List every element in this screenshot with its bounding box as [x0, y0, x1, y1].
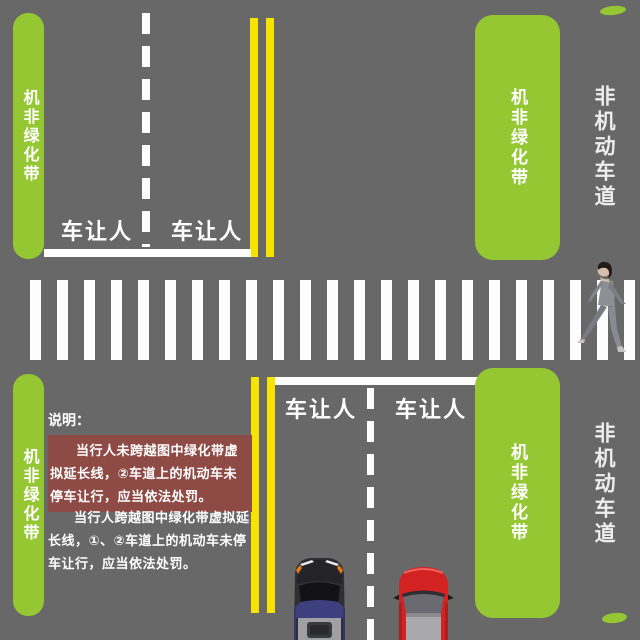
yield-label-bottom-lane1: 车让人: [285, 397, 358, 422]
green-belt-top-right: 机非绿化带: [475, 15, 560, 260]
yield-label-bottom-lane2: 车让人: [395, 397, 468, 422]
green-belt-label: 机非绿化带: [20, 88, 38, 184]
stop-line-bottom: [275, 377, 478, 385]
dark-blue-car-top-view-icon: [294, 558, 345, 640]
yield-label-top-lane2: 车让人: [171, 219, 244, 244]
green-belt-bottom-left: 机非绿化带: [13, 374, 44, 616]
red-car-top-view-icon: [393, 567, 454, 640]
note-highlighted-text: 当行人未跨越图中绿化带虚拟延长线，②车道上的机动车未停车让行，应当依法处罚。: [48, 435, 252, 512]
green-belt-edge-bottom-right: [601, 611, 628, 625]
non-motor-lane-label-top: 非机动车道: [592, 85, 615, 210]
stop-line-top: [44, 249, 251, 257]
double-yellow-line-bottom-left: [251, 377, 259, 613]
double-yellow-line-top-left: [250, 18, 258, 257]
green-belt-label: 机非绿化带: [508, 443, 527, 543]
green-belt-edge-top-right: [599, 4, 627, 17]
lane-divider-dashed-bottom: [367, 388, 374, 640]
yield-label-top-lane1: 车让人: [61, 219, 134, 244]
non-motor-lane-label-bottom: 非机动车道: [592, 422, 615, 547]
pedestrian-walking-icon: [577, 261, 626, 352]
double-yellow-line-bottom-right: [267, 377, 275, 613]
green-belt-bottom-right: 机非绿化带: [475, 368, 560, 618]
note-title: 说明：: [48, 412, 90, 428]
lane-divider-dashed-top: [142, 13, 150, 247]
green-belt-label: 机非绿化带: [20, 447, 38, 543]
double-yellow-line-top-right: [266, 18, 274, 257]
note-normal-text: 当行人跨越图中绿化带虚拟延长线，①、②车道上的机动车未停车让行，应当依法处罚。: [48, 510, 250, 571]
green-belt-top-left: 机非绿化带: [13, 13, 44, 259]
zebra-crossing: [30, 280, 636, 360]
green-belt-label: 机非绿化带: [508, 87, 527, 188]
